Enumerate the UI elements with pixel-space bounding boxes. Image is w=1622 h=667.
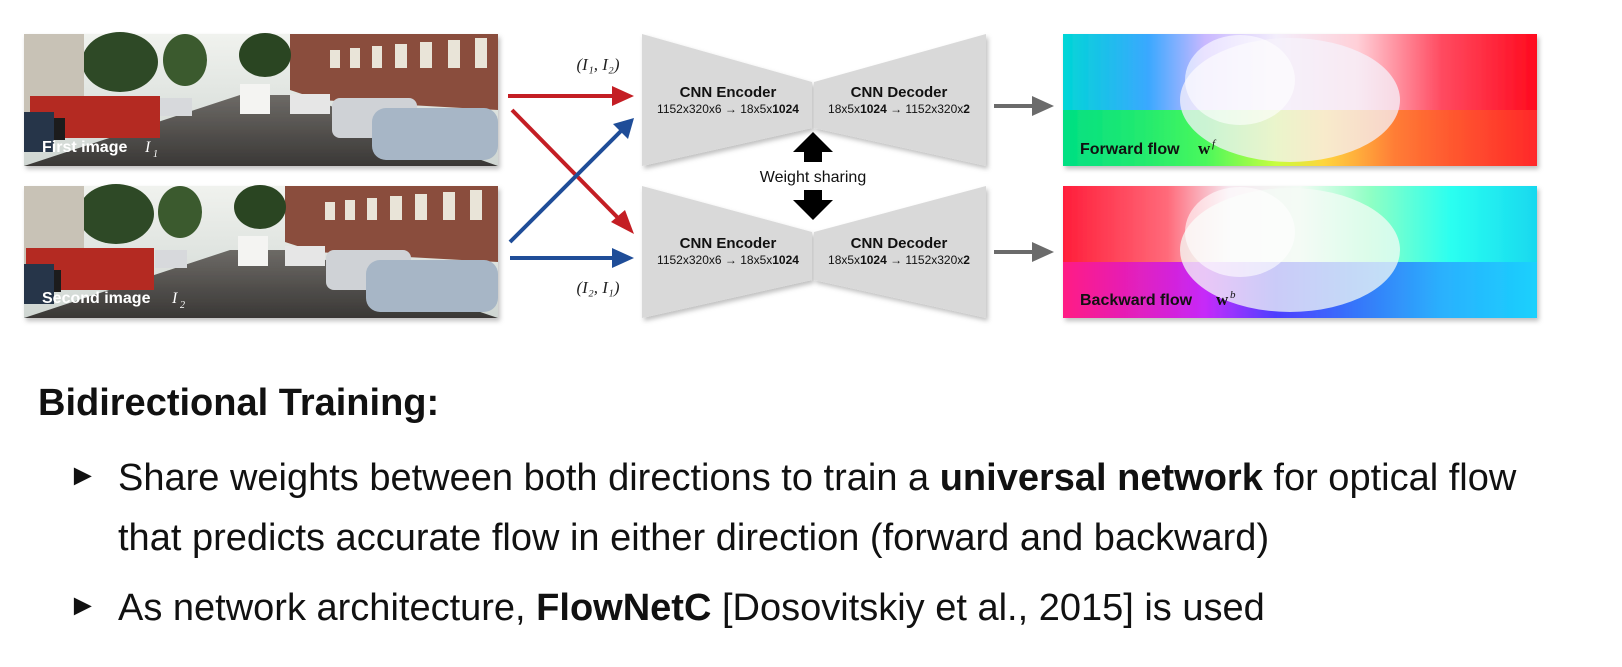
svg-text:CNN Encoder: CNN Encoder — [680, 235, 777, 252]
svg-text:18x5x1024 → 1152x320x2: 18x5x1024 → 1152x320x2 — [828, 253, 970, 267]
svg-text:f: f — [1212, 138, 1217, 150]
svg-text:CNN Decoder: CNN Decoder — [851, 235, 948, 252]
svg-text:CNN Encoder: CNN Encoder — [680, 84, 777, 101]
bottom-network — [642, 186, 986, 318]
weight-sharing-arrow-up-icon — [793, 132, 833, 162]
weight-sharing-bg — [748, 164, 878, 186]
bullet-2-text: As network architecture, FlowNetC [Dosov… — [118, 587, 1265, 629]
svg-text:1: 1 — [153, 149, 158, 160]
svg-text:1152x320x6 → 18x5x1024: 1152x320x6 → 18x5x1024 — [657, 102, 799, 116]
slide-title: Bidirectional Training: — [38, 382, 440, 424]
svg-text:First image: First image — [42, 139, 127, 156]
weight-sharing-label: Weight sharing — [760, 169, 866, 186]
svg-text:2: 2 — [180, 300, 185, 311]
top-encoder-text: CNN Encoder 1152x320x6 → 18x5x1024 — [657, 84, 799, 116]
first-image-label: First image I 1 — [42, 139, 158, 160]
backward-flow-label: Backward flow w b — [1080, 289, 1236, 309]
svg-text:1152x320x6 → 18x5x1024: 1152x320x6 → 18x5x1024 — [657, 253, 799, 267]
svg-text:CNN Decoder: CNN Decoder — [851, 84, 948, 101]
blue-arrowhead-top — [613, 118, 634, 139]
red-arrowhead-bottom — [611, 210, 634, 234]
bottom-decoder-text: CNN Decoder 18x5x1024 → 1152x320x2 — [828, 235, 970, 267]
top-decoder-text: CNN Decoder 18x5x1024 → 1152x320x2 — [828, 84, 970, 116]
red-arrowhead-top — [612, 86, 634, 106]
first-image: First image I 1 — [24, 32, 498, 166]
forward-flow-label: Forward flow w f — [1080, 138, 1217, 158]
bullet-marker-icon: ► — [68, 459, 98, 492]
svg-text:Second image: Second image — [42, 290, 151, 307]
output-arrow-bottom — [994, 242, 1054, 262]
second-image: Second image I 2 — [24, 184, 498, 318]
svg-text:I: I — [171, 290, 178, 307]
svg-text:Backward flow: Backward flow — [1080, 292, 1193, 309]
backward-flow-image — [1063, 186, 1537, 318]
svg-text:b: b — [1230, 289, 1236, 301]
output-arrow-top — [994, 96, 1054, 116]
bottom-encoder-text: CNN Encoder 1152x320x6 → 18x5x1024 — [657, 235, 799, 267]
svg-text:w: w — [1198, 139, 1211, 158]
pair-backward-label: (I₂, I₁) — [577, 278, 620, 297]
bullet-1-text: Share weights between both directions to… — [118, 457, 1517, 559]
svg-text:w: w — [1216, 290, 1229, 309]
red-arrows — [508, 94, 624, 224]
top-network — [642, 34, 986, 166]
forward-flow-image — [1063, 34, 1537, 166]
svg-text:Forward flow: Forward flow — [1080, 141, 1180, 158]
bullet-marker-icon: ► — [68, 589, 98, 622]
blue-arrows — [508, 126, 626, 260]
flow-diagram: First image I 1 Second image I 2 (I₁, I₂… — [24, 32, 1537, 318]
second-image-label: Second image I 2 — [42, 290, 185, 311]
svg-text:18x5x1024 → 1152x320x2: 18x5x1024 → 1152x320x2 — [828, 102, 970, 116]
weight-sharing-arrow-down-icon — [793, 190, 833, 220]
svg-text:I: I — [144, 139, 151, 156]
blue-arrowhead-bottom — [612, 248, 634, 268]
pair-forward-label: (I₁, I₂) — [577, 55, 620, 74]
